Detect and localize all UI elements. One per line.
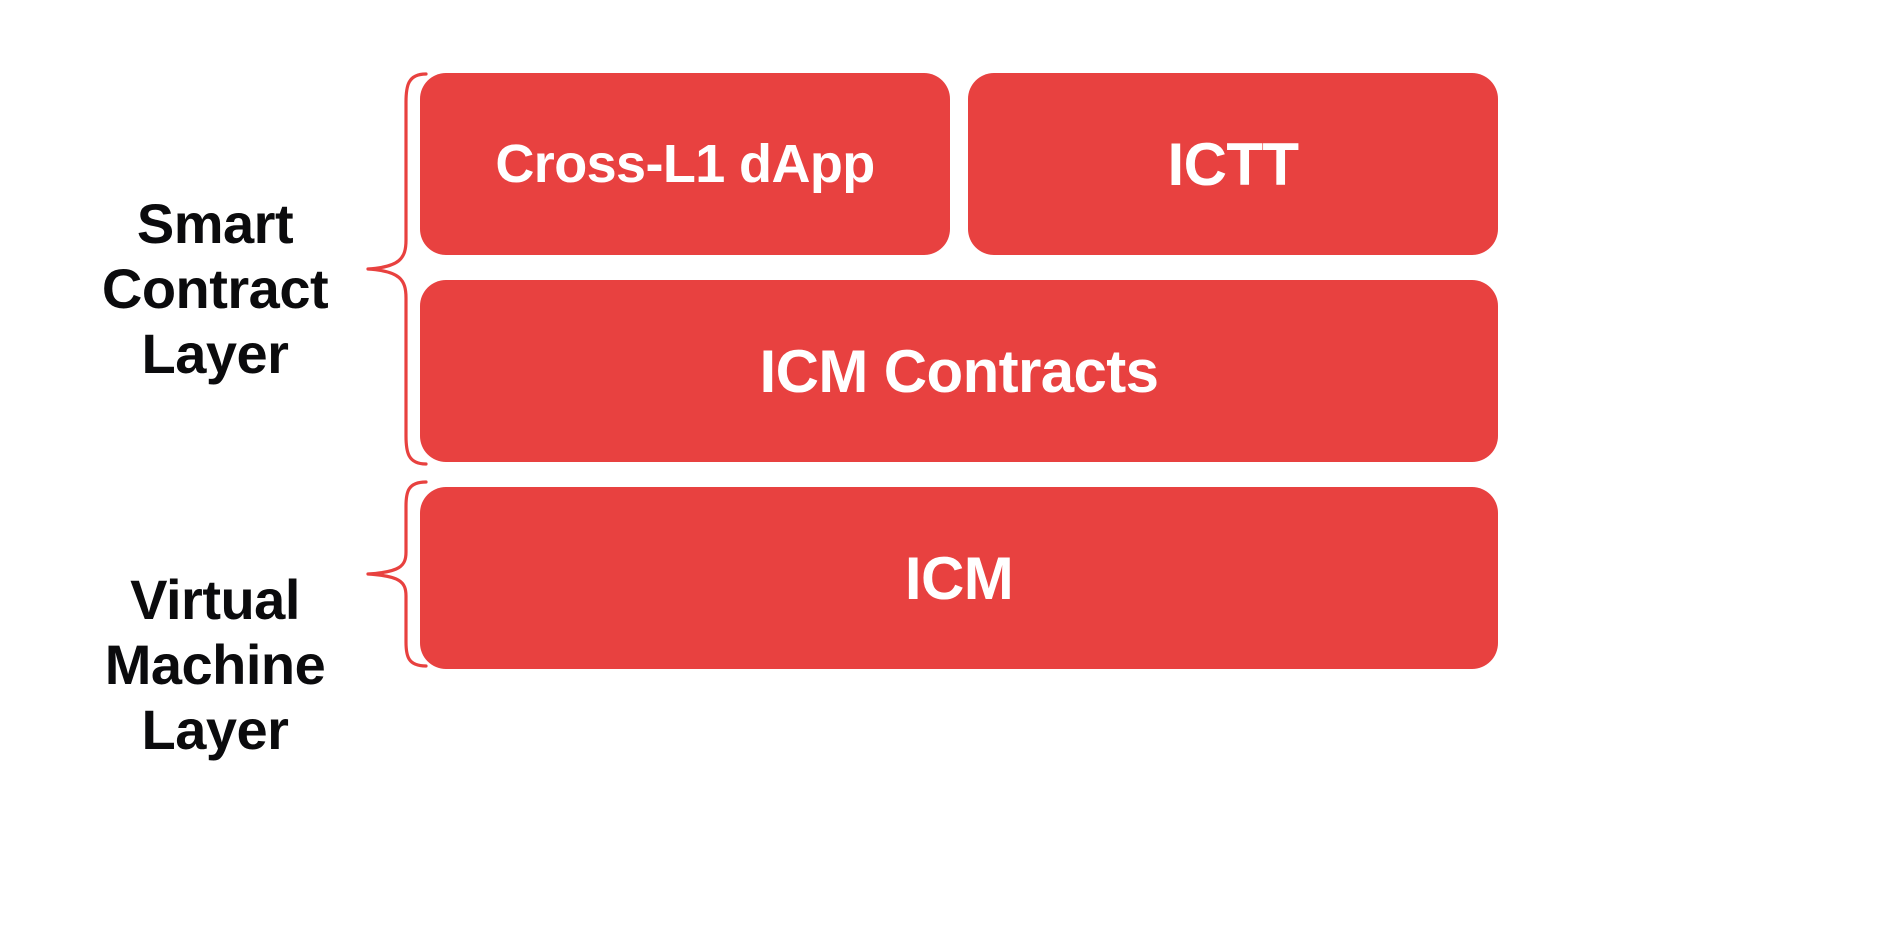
box-ictt-label: ICTT: [1167, 130, 1300, 198]
box-icm[interactable]: ICM: [420, 487, 1498, 669]
box-icm-contracts-label: ICM Contracts: [759, 337, 1160, 405]
box-icm-contracts[interactable]: ICM Contracts: [420, 280, 1498, 462]
box-cross-l1-dapp[interactable]: Cross-L1 dApp: [420, 73, 950, 255]
brace-virtual-machine-icon: [366, 480, 428, 668]
box-cross-l1-dapp-label: Cross-L1 dApp: [495, 134, 875, 194]
layer-label-smart-contract: Smart Contract Layer: [101, 192, 329, 385]
box-ictt[interactable]: ICTT: [968, 73, 1498, 255]
layer-label-virtual-machine: Virtual Machine Layer: [104, 568, 326, 761]
box-icm-label: ICM: [904, 544, 1014, 612]
brace-smart-contract-icon: [366, 72, 428, 466]
